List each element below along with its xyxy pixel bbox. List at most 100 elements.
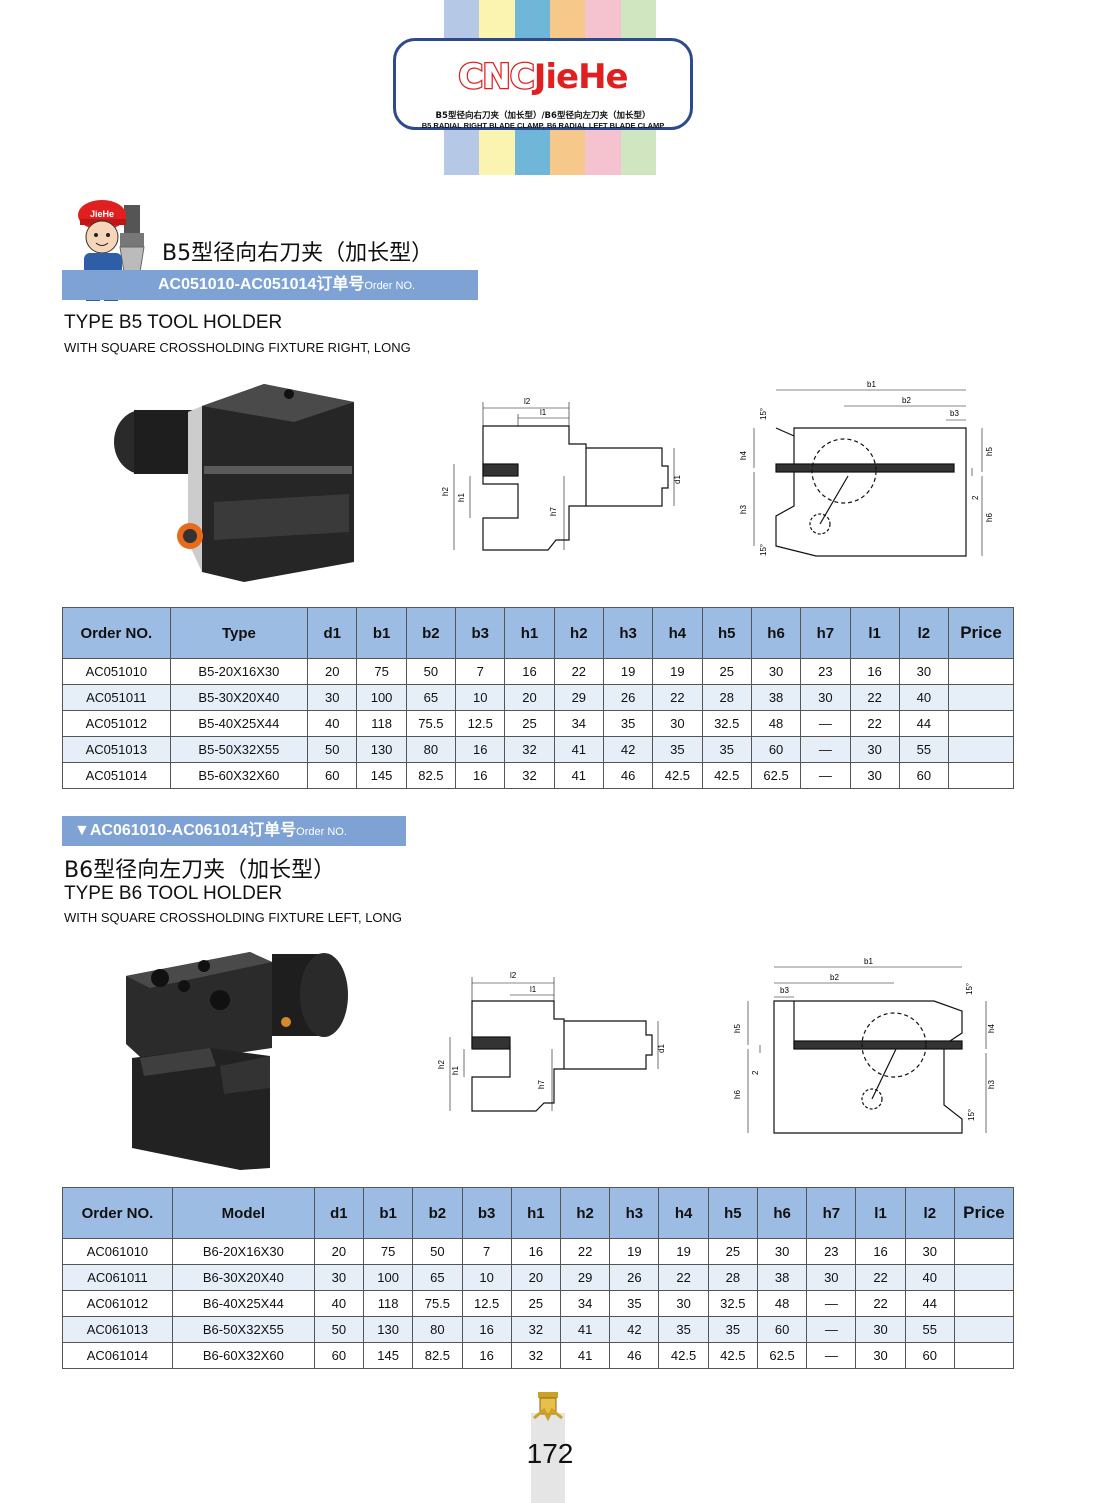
table-cell: 29 [559, 1264, 611, 1291]
table-cell: 80 [412, 1316, 463, 1343]
table-cell: 55 [898, 736, 950, 763]
table-cell: 60 [313, 1342, 365, 1369]
b5-col-price: Price [948, 607, 1014, 659]
table-cell: 30 [855, 1316, 906, 1343]
table-cell: 42.5 [701, 762, 752, 789]
table-cell: 82.5 [405, 762, 457, 789]
b6-title-en: TYPE B6 TOOL HOLDER [64, 883, 283, 904]
table-cell: 118 [362, 1290, 414, 1317]
table-cell: — [800, 762, 851, 789]
table-cell: 41 [553, 736, 604, 763]
table-cell: 22 [849, 710, 900, 737]
table-cell: B5-20X16X30 [169, 658, 309, 685]
b6-col-l1: l1 [855, 1187, 906, 1239]
table-cell: 16 [461, 1342, 512, 1369]
b6-front-drawing: b1 b2 b3 h5 h6 h4 h3 2 15° 15° [734, 957, 996, 1134]
b5-col-d1: d1 [307, 607, 358, 659]
b6-title-cn: B6型径向左刀夹（加长型） [64, 858, 336, 883]
b6-col-h2: h2 [559, 1187, 611, 1239]
table-cell: 75.5 [412, 1290, 463, 1317]
table-cell: 22 [559, 1238, 611, 1265]
table-cell: 16 [455, 736, 506, 763]
table-cell: 145 [362, 1342, 414, 1369]
table-cell: 22 [652, 684, 703, 711]
table-cell: AC061011 [62, 1264, 173, 1291]
table-cell: B5-40X25X44 [169, 710, 309, 737]
brand-jiehe: JieHe [533, 57, 629, 97]
table-cell [953, 1342, 1015, 1369]
b5-dim-angle-top: 15° [759, 408, 768, 420]
table-cell: — [800, 736, 851, 763]
table-cell: 30 [849, 762, 900, 789]
table-cell: 22 [553, 658, 604, 685]
b6-dim-h6: h6 [734, 1090, 742, 1099]
table-cell [948, 658, 1014, 685]
b5-col-order: Order NO. [62, 607, 171, 659]
table-cell: 26 [609, 1264, 660, 1291]
table-cell: 32 [510, 1342, 561, 1369]
b5-title-cn: B5型径向右刀夹（加长型） [162, 241, 434, 266]
table-cell: AC051011 [62, 684, 171, 711]
table-cell: 50 [405, 658, 457, 685]
table-cell: 42 [609, 1316, 660, 1343]
b5-dim-l1: l1 [540, 408, 547, 417]
b6-dim-l2: l2 [510, 971, 517, 980]
b6-col-h1: h1 [510, 1187, 561, 1239]
table-cell: 75.5 [405, 710, 457, 737]
b6-col-b2: b2 [412, 1187, 463, 1239]
footer-emblem-icon [533, 1392, 563, 1422]
b5-col-l1: l1 [849, 607, 900, 659]
b6-col-b3: b3 [461, 1187, 512, 1239]
table-cell [953, 1290, 1015, 1317]
header-subtitle-cn: B5型径向右刀夹（加长型）/B6型径向左刀夹（加长型） [435, 111, 651, 121]
table-cell: 60 [307, 762, 358, 789]
brand-logo-box: CNCJieHe B5型径向右刀夹（加长型）/B6型径向左刀夹（加长型） B5 … [393, 38, 693, 130]
table-cell: — [806, 1342, 857, 1369]
b6-order-label: Order NO. [296, 826, 347, 838]
table-cell: 65 [412, 1264, 463, 1291]
table-cell [948, 762, 1014, 789]
table-cell: 46 [602, 762, 654, 789]
b6-dim-angle-bottom: 15° [967, 1109, 976, 1121]
table-cell: 46 [609, 1342, 660, 1369]
b5-col-type: Type [169, 607, 309, 659]
b5-dim-h2: h2 [441, 487, 450, 496]
table-cell: AC061010 [62, 1238, 173, 1265]
table-cell: 23 [806, 1238, 857, 1265]
table-cell: 41 [559, 1342, 611, 1369]
table-cell: 44 [904, 1290, 955, 1317]
b6-dim-b3: b3 [780, 986, 789, 995]
table-cell: B5-60X32X60 [169, 762, 309, 789]
b5-col-b1: b1 [356, 607, 407, 659]
table-cell: 35 [701, 736, 752, 763]
table-cell: 100 [356, 684, 407, 711]
b5-col-l2: l2 [898, 607, 950, 659]
table-cell: 50 [307, 736, 358, 763]
table-cell: 16 [504, 658, 555, 685]
table-cell: 30 [750, 658, 802, 685]
table-cell: B5-50X32X55 [169, 736, 309, 763]
table-cell: 22 [855, 1290, 906, 1317]
table-cell [953, 1264, 1015, 1291]
table-cell: 25 [701, 658, 752, 685]
b5-dim-b1: b1 [867, 380, 876, 389]
table-cell: 75 [356, 658, 407, 685]
table-cell: 40 [307, 710, 358, 737]
table-cell: 40 [904, 1264, 955, 1291]
table-cell: 16 [455, 762, 506, 789]
table-cell: B6-30X20X40 [171, 1264, 315, 1291]
table-cell: 12.5 [461, 1290, 512, 1317]
table-cell: 145 [356, 762, 407, 789]
b6-dim-d1: d1 [657, 1044, 666, 1053]
table-cell: 75 [362, 1238, 414, 1265]
table-cell: 19 [652, 658, 703, 685]
table-cell: 30 [904, 1238, 955, 1265]
table-cell: 35 [658, 1316, 709, 1343]
table-cell: 10 [461, 1264, 512, 1291]
